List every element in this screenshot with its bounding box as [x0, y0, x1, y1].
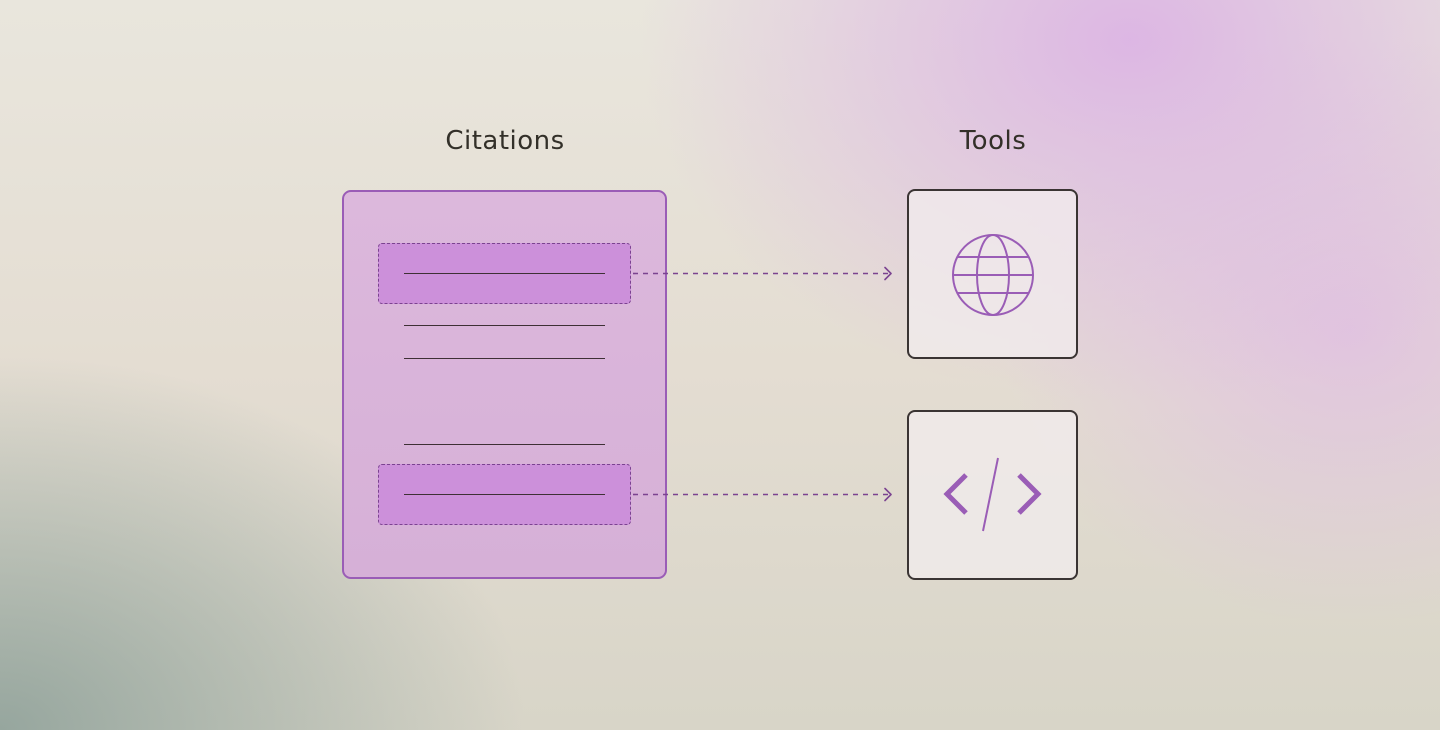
document-line-1 — [404, 273, 605, 274]
code-icon — [943, 457, 1042, 532]
web-search-tool-box — [907, 189, 1078, 359]
document-line-3 — [404, 358, 605, 359]
document-line-5 — [404, 494, 605, 495]
connector-arrow-1 — [633, 266, 892, 281]
tools-label: Tools — [959, 126, 1027, 156]
globe-icon — [952, 234, 1034, 316]
document-line-4 — [404, 444, 605, 445]
connector-arrow-2 — [633, 487, 892, 502]
document-line-2 — [404, 325, 605, 326]
code-tool-box — [907, 410, 1078, 580]
citations-label: Citations — [445, 126, 565, 156]
